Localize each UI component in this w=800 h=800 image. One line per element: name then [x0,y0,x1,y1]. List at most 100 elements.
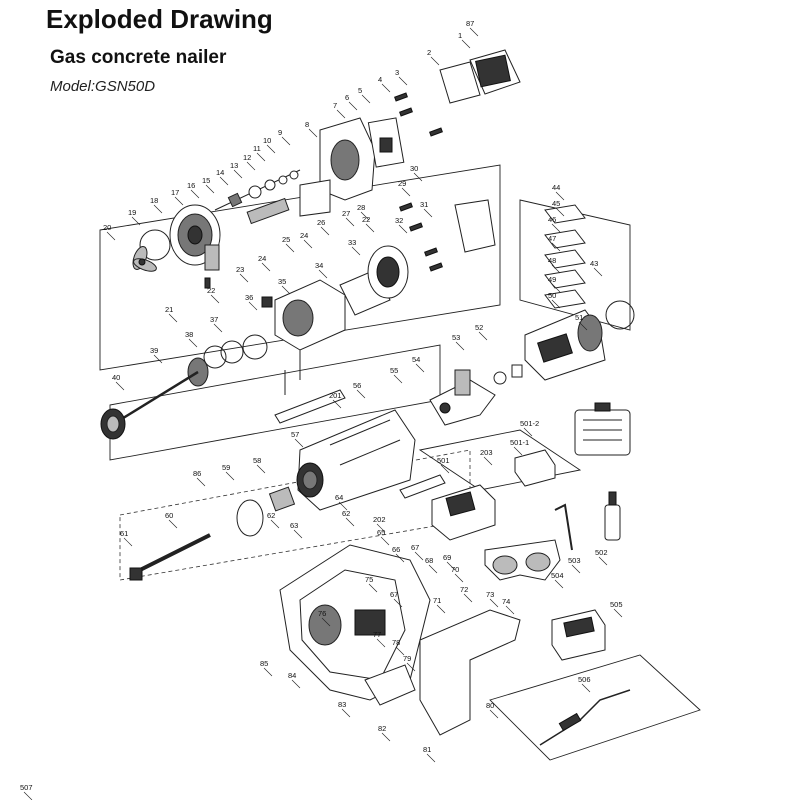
leader-line [551,264,561,274]
leader-line [376,523,386,533]
leader-line [293,529,303,539]
part-38-ring-b [203,345,227,369]
part-27-bracket [299,179,331,217]
leader-line [578,321,588,331]
callout-62: 62 [267,511,275,520]
leader-line [446,561,456,571]
part-507-cable [539,689,631,746]
callout-81: 81 [423,745,431,754]
part-61-nut [129,567,143,581]
leader-line [598,556,608,566]
leader-line [505,605,515,615]
callout-60: 60 [165,511,173,520]
callout-18: 18 [150,196,158,205]
callout-17: 17 [171,188,179,197]
leader-line [196,477,206,487]
leader-line [554,579,564,589]
callout-55: 55 [390,366,398,375]
leader-line [153,204,163,214]
callout-84: 84 [288,671,296,680]
part-506-battery [551,609,606,661]
callout-68: 68 [425,556,433,565]
callout-79: 79 [403,654,411,663]
callout-38: 38 [185,330,193,339]
leader-line [294,438,304,448]
leader-line [463,593,473,603]
callout-20: 20 [103,223,111,232]
part-505-goggles [484,539,561,581]
callout-85: 85 [260,659,268,668]
part-203-strip [399,474,446,499]
leader-line [489,598,499,608]
callout-46: 46 [548,215,556,224]
callout-501-1: 501-1 [510,438,529,447]
callout-22: 22 [207,286,215,295]
callout-502: 502 [595,548,608,557]
leader-line [115,381,125,391]
callout-71: 71 [433,596,441,605]
leader-line [381,732,391,742]
callout-78: 78 [392,638,400,647]
callout-21: 21 [165,305,173,314]
page-title: Exploded Drawing [46,4,273,34]
leader-line [351,246,361,256]
leader-line [210,294,220,304]
callout-4: 4 [378,75,382,84]
leader-line [413,172,423,182]
leader-line [308,128,318,138]
callout-33: 33 [348,238,356,247]
leader-line [551,283,561,293]
callout-30: 30 [410,164,418,173]
leader-line [303,239,313,249]
leader-line [551,299,561,309]
part-77-motor [308,604,342,646]
callout-11: 11 [253,144,261,153]
leader-line [205,184,215,194]
callout-66: 66 [392,545,400,554]
leader-line [440,464,450,474]
callout-44: 44 [552,183,560,192]
leader-line [348,101,358,111]
leader-line [188,338,198,348]
callout-58: 58 [253,456,261,465]
callout-29: 29 [398,179,406,188]
leader-line [291,679,301,689]
part-22-pin [204,277,211,289]
part-501-2-adapter [514,449,556,487]
leader-line [393,598,403,608]
part-35-chamber [261,279,346,395]
callout-57: 57 [291,430,299,439]
leader-line [613,608,623,618]
callout-74: 74 [502,597,510,606]
leader-line [266,144,276,154]
leader-line [489,709,499,719]
frame-valve-assembly [519,199,631,331]
callout-501: 501 [437,456,450,465]
callout-45: 45 [552,199,560,208]
callout-80: 80 [486,701,494,710]
callout-50: 50 [548,291,556,300]
leader-line [551,223,561,233]
callout-32: 32 [395,216,403,225]
leader-line [332,399,342,409]
callout-75: 75 [365,575,373,584]
leader-line [415,363,425,373]
callout-62: 62 [342,509,350,518]
valve-stack [544,204,635,330]
leader-line [469,27,479,37]
leader-line [248,301,258,311]
charger-parts [431,449,556,541]
part-59-flange [236,499,264,537]
magazine-parts [129,486,296,581]
callout-63: 63 [290,521,298,530]
callout-23: 23 [236,265,244,274]
callout-48: 48 [548,256,556,265]
part-75-grip [419,609,521,736]
callout-43: 43 [590,259,598,268]
part-20-fan [132,246,157,272]
leader-line [395,646,405,656]
part-23-bracket [204,244,220,271]
callout-53: 53 [452,333,460,342]
